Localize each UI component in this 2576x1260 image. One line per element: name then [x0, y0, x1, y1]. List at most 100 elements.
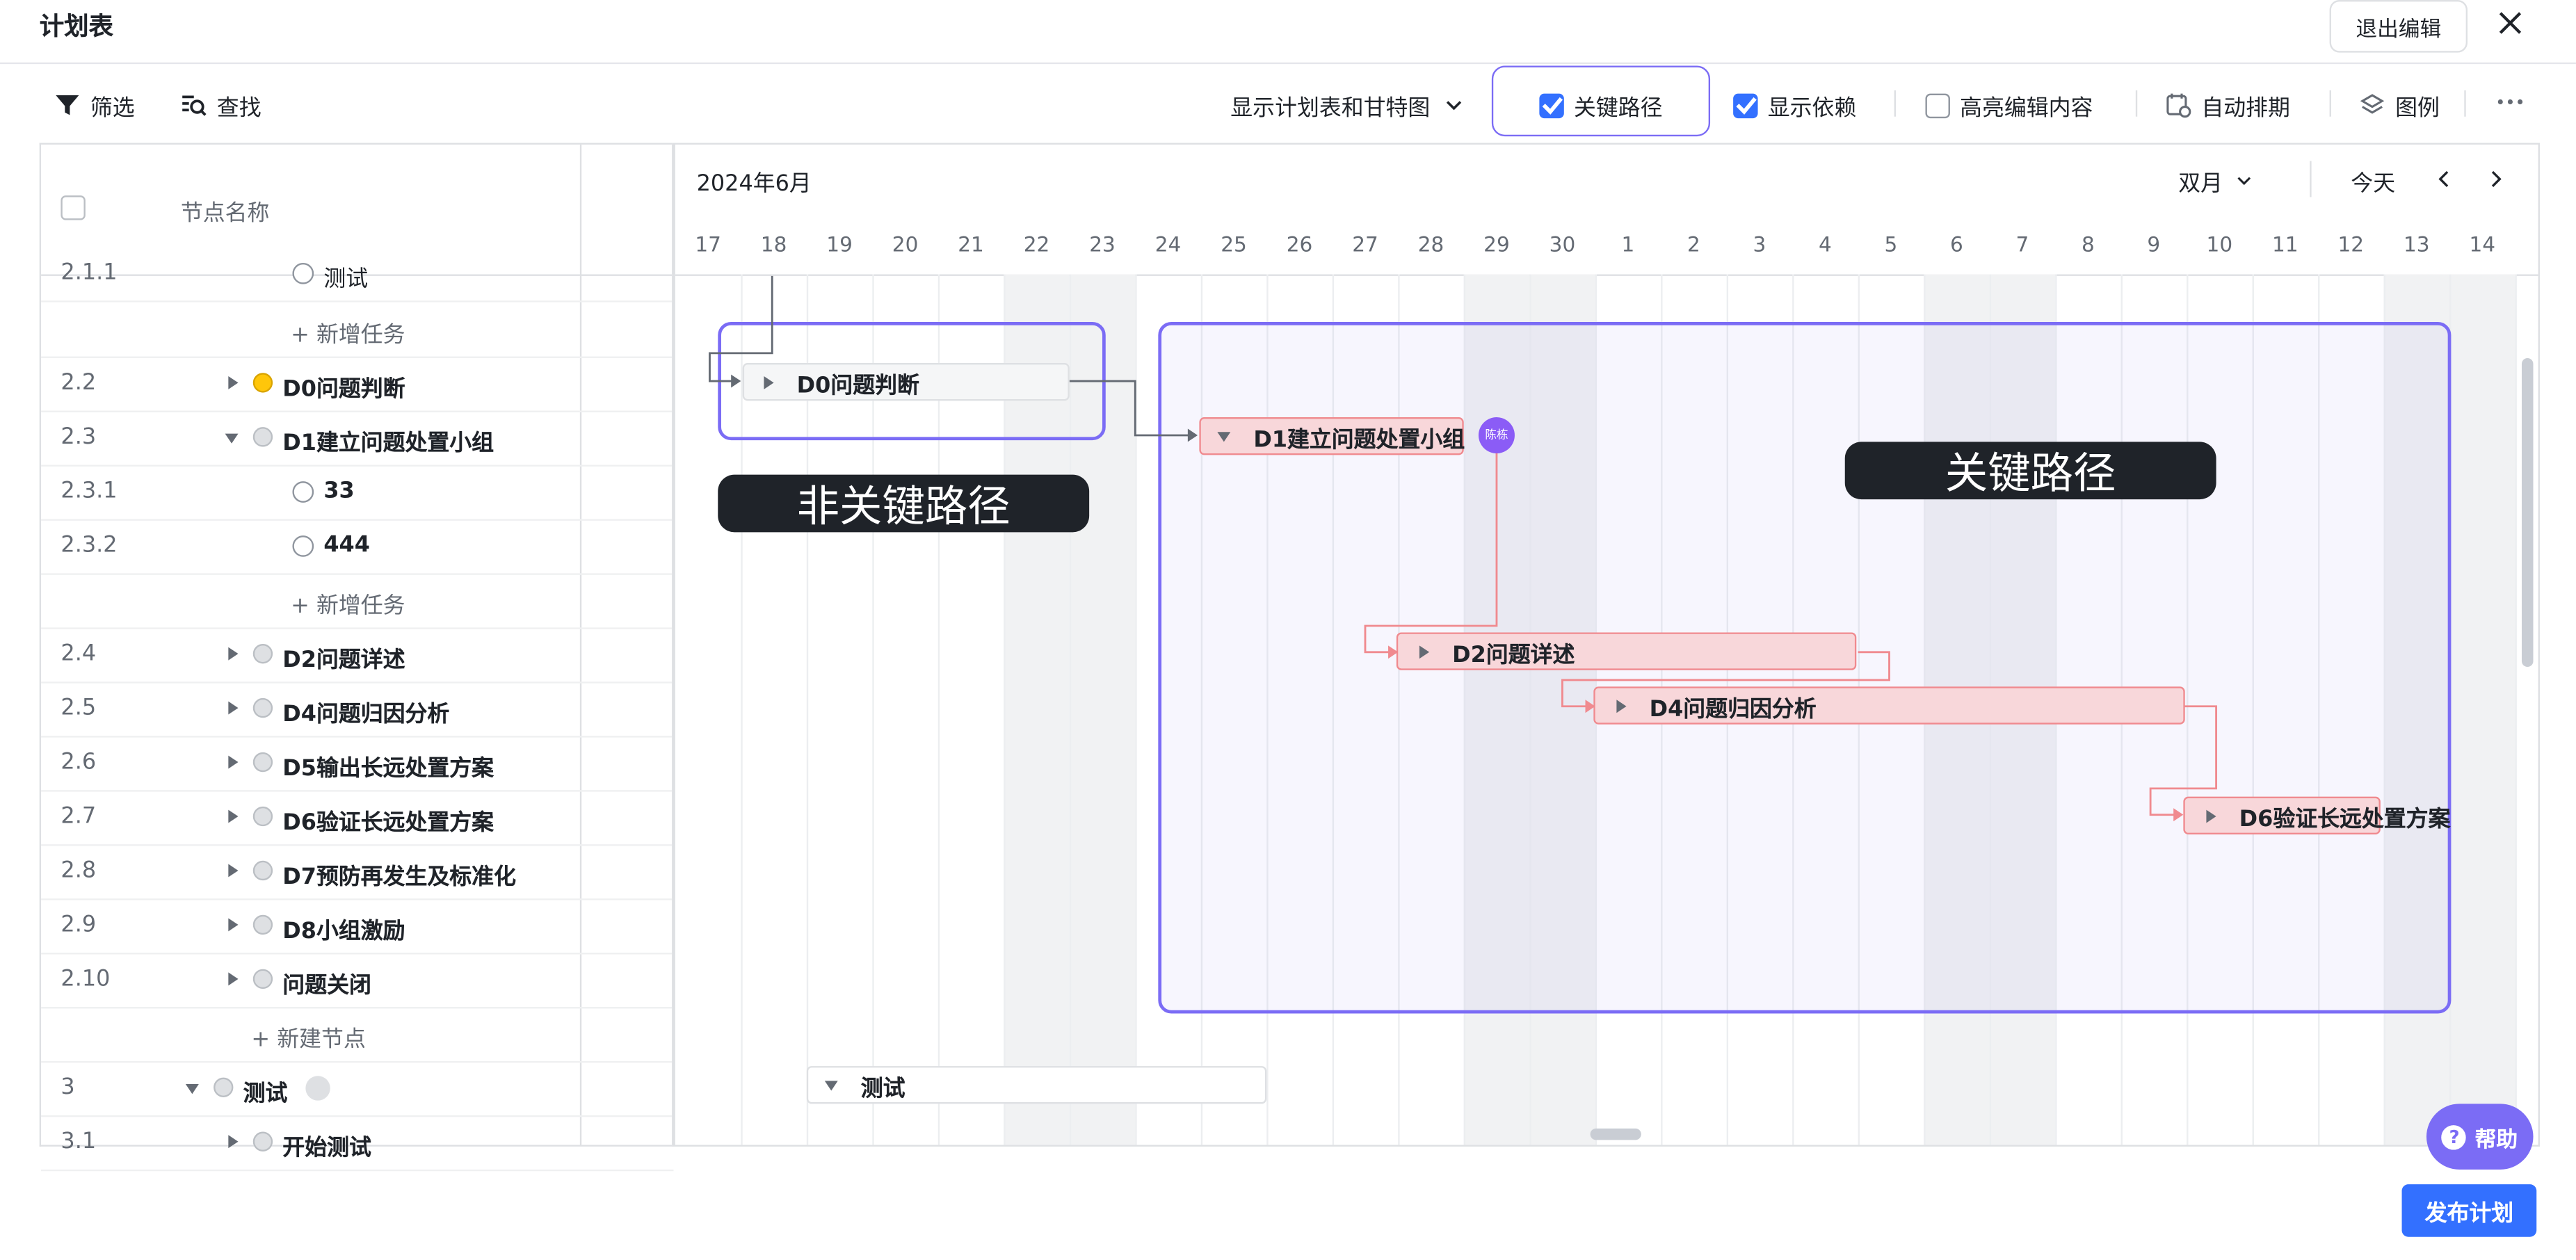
day-gridline: [2252, 274, 2254, 1145]
expand-icon[interactable]: [228, 809, 239, 823]
collapse-icon[interactable]: [824, 1080, 838, 1090]
weekend-column: [2449, 274, 2515, 1145]
critical-path-toggle[interactable]: 关键路径: [1539, 89, 1663, 122]
zoom-select[interactable]: 双月: [2178, 164, 2255, 197]
page-title: 计划表: [39, 11, 114, 42]
status-dot-icon: [252, 914, 273, 935]
avatar[interactable]: 陈栋: [1478, 417, 1515, 453]
exit-edit-button[interactable]: 退出编辑: [2329, 0, 2468, 53]
add-task-row[interactable]: + 新增任务: [41, 302, 674, 358]
gantt-header-divider: [675, 274, 2538, 276]
gantt-bar-d2[interactable]: D2问题详述: [1396, 632, 1857, 670]
collapse-icon[interactable]: [225, 433, 239, 444]
table-row[interactable]: 2.7 D6验证长远处置方案: [41, 790, 674, 846]
checkbox-unchecked-icon: [1925, 92, 1950, 118]
expand-icon[interactable]: [228, 1135, 239, 1149]
expand-icon[interactable]: [228, 864, 239, 878]
status-circle-icon: [292, 481, 314, 503]
publish-button[interactable]: 发布计划: [2401, 1184, 2537, 1237]
question-icon: ?: [2442, 1124, 2467, 1149]
collapse-icon[interactable]: [185, 1084, 199, 1095]
today-button[interactable]: 今天: [2351, 170, 2396, 197]
expand-icon[interactable]: [1419, 645, 1430, 659]
day-gridline: [1135, 274, 1137, 1145]
link-icon[interactable]: [305, 1076, 330, 1101]
show-deps-toggle[interactable]: 显示依赖: [1733, 89, 1856, 122]
day-label: 3: [1753, 232, 1766, 257]
day-gridline: [937, 274, 940, 1145]
table-row[interactable]: 2.9 D8小组激励: [41, 898, 674, 955]
close-icon[interactable]: [2494, 6, 2527, 39]
day-gridline: [2515, 274, 2517, 1145]
gantt-bar-d4[interactable]: D4问题归因分析: [1593, 686, 2185, 725]
gantt-bar-d1[interactable]: D1建立问题处置小组: [1199, 417, 1465, 455]
day-label: 8: [2081, 232, 2095, 257]
highlight-label: 高亮编辑内容: [1960, 95, 2093, 122]
expand-icon[interactable]: [228, 972, 239, 986]
day-label: 6: [1949, 232, 1963, 257]
day-label: 5: [1884, 232, 1898, 257]
expand-icon[interactable]: [228, 647, 239, 661]
expand-icon[interactable]: [228, 375, 239, 389]
table-row[interactable]: 2.6 D5输出长远处置方案: [41, 736, 674, 792]
weekend-column: [1004, 274, 1070, 1145]
gantt-bar-d0[interactable]: D0问题判断: [742, 363, 1070, 401]
table-row[interactable]: 2.3.2 444: [41, 519, 674, 575]
toolbar-divider: [2464, 90, 2466, 117]
vertical-scrollbar[interactable]: [2521, 357, 2534, 668]
filter-button[interactable]: 筛选: [54, 89, 135, 122]
checkbox-checked-icon: [1733, 92, 1758, 118]
legend-button[interactable]: 图例: [2359, 89, 2440, 122]
add-task-row[interactable]: + 新增任务: [41, 573, 674, 629]
expand-icon[interactable]: [228, 701, 239, 715]
expand-icon[interactable]: [2206, 809, 2216, 823]
status-dot-icon: [252, 643, 273, 664]
help-button[interactable]: ? 帮助: [2426, 1104, 2534, 1170]
highlight-toggle[interactable]: 高亮编辑内容: [1925, 89, 2093, 122]
table-row[interactable]: 2.10 问题关闭: [41, 953, 674, 1009]
expand-icon[interactable]: [764, 375, 774, 389]
more-icon[interactable]: [2495, 89, 2525, 122]
table-row[interactable]: 2.4 D2问题详述: [41, 627, 674, 684]
add-node-row[interactable]: + 新建节点: [41, 1007, 674, 1063]
header-divider: [0, 62, 2576, 65]
view-select[interactable]: 显示计划表和甘特图: [1230, 89, 1466, 122]
toolbar-divider: [2135, 90, 2138, 117]
collapse-icon[interactable]: [1217, 431, 1231, 442]
table-row[interactable]: 2.3.1 33: [41, 465, 674, 521]
expand-icon[interactable]: [228, 755, 239, 769]
day-gridline: [2318, 274, 2320, 1145]
table-row[interactable]: 3 测试: [41, 1061, 674, 1117]
weekend-column: [2383, 274, 2450, 1145]
critical-path-frame: [1158, 321, 2452, 1014]
table-row[interactable]: 2.1.1 测试: [41, 246, 674, 302]
day-label: 4: [1818, 232, 1832, 257]
prev-icon[interactable]: [2433, 166, 2456, 197]
expand-icon[interactable]: [1616, 699, 1627, 713]
table-row[interactable]: 2.2 D0问题判断: [41, 357, 674, 412]
plan-table: 节点名称 2.1.1 测试 + 新增任务 2.2 D0问题判断 2.3 D1建立…: [39, 143, 674, 1172]
day-label: 9: [2147, 232, 2161, 257]
day-gridline: [741, 274, 743, 1145]
table-row[interactable]: 2.8 D7预防再发生及标准化: [41, 844, 674, 900]
expand-icon[interactable]: [228, 918, 239, 932]
filter-icon: [56, 95, 79, 115]
status-dot-icon: [252, 969, 273, 990]
horizontal-scrollbar[interactable]: [1590, 1128, 1641, 1140]
legend-label: 图例: [2395, 95, 2440, 122]
auto-schedule-button[interactable]: 自动排期: [2165, 89, 2290, 122]
gantt-bar-test[interactable]: 测试: [806, 1066, 1267, 1104]
find-button[interactable]: 查找: [181, 89, 261, 122]
calendar-clock-icon: [2166, 93, 2191, 118]
day-gridline: [1266, 274, 1269, 1145]
layers-icon: [2360, 94, 2385, 114]
day-gridline: [1004, 274, 1006, 1145]
dependency-lines: [709, 275, 2218, 822]
gantt-bar-d6[interactable]: D6验证长远处置方案: [2183, 796, 2450, 834]
select-all-checkbox[interactable]: [61, 195, 86, 220]
table-row[interactable]: 2.3 D1建立问题处置小组: [41, 411, 674, 467]
next-icon[interactable]: [2484, 166, 2507, 197]
table-row[interactable]: 3.1 开始测试: [41, 1115, 674, 1172]
column-header-name: 节点名称: [180, 200, 270, 227]
table-row[interactable]: 2.5 D4问题归因分析: [41, 681, 674, 738]
